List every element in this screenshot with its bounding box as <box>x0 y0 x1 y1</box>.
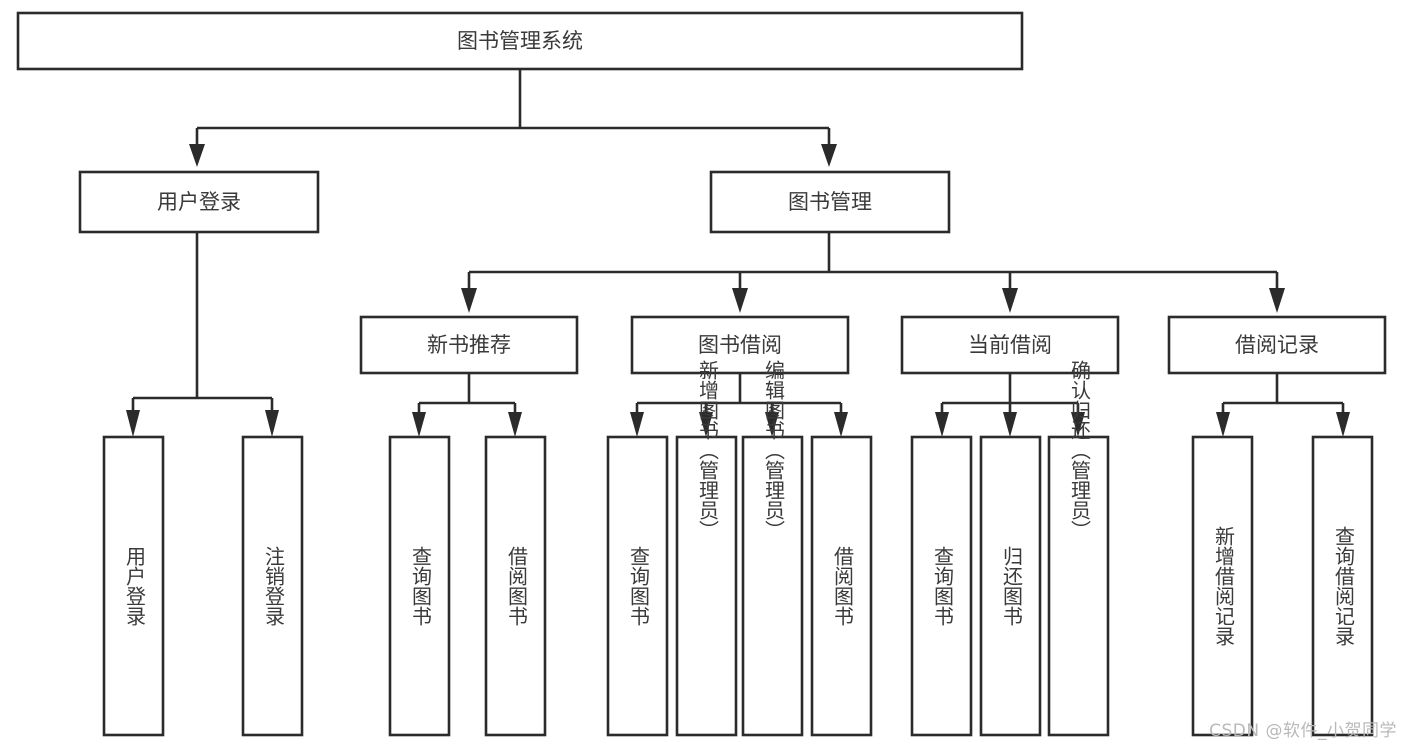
node-leaf-return-book-box[interactable] <box>979 435 1042 737</box>
node-new-book-recommend[interactable]: 新书推荐 <box>359 315 579 375</box>
arrow-head-borrow-record <box>1269 288 1285 313</box>
node-leaf-borrow-book-1-label: 借阅图书 <box>505 546 529 626</box>
node-user-login[interactable]: 用户登录 <box>78 170 320 234</box>
node-leaf-query-record[interactable]: 查询借阅记录 <box>1311 435 1374 737</box>
node-leaf-query-book-3-label: 查询图书 <box>931 546 955 626</box>
node-leaf-borrow-book-1[interactable]: 借阅图书 <box>484 435 547 737</box>
node-leaf-query-book-2-label: 查询图书 <box>627 546 651 626</box>
node-leaf-logout-login[interactable]: 注销登录 <box>241 435 304 737</box>
node-new-book-recommend-box[interactable] <box>359 315 579 375</box>
node-leaf-query-book-2-box[interactable] <box>606 435 669 737</box>
node-current-borrow-label: 当前借阅 <box>968 333 1052 357</box>
node-leaf-query-book-1-label: 查询图书 <box>409 546 433 626</box>
arrow-head-leaf-borrow-book-2 <box>834 412 848 437</box>
node-user-login-label: 用户登录 <box>157 190 241 214</box>
node-leaf-query-book-2[interactable]: 查询图书 <box>606 435 669 737</box>
arrow-head-leaf-return-book <box>1003 412 1017 437</box>
node-leaf-logout-login-box[interactable] <box>241 435 304 737</box>
node-current-borrow-box[interactable] <box>900 315 1120 375</box>
node-book-borrow-label: 图书借阅 <box>698 333 782 357</box>
arrow-head-leaf-confirm-return <box>1071 412 1085 437</box>
arrow-head-leaf-logout-login <box>265 410 279 437</box>
node-leaf-user-login-label: 用户登录 <box>123 546 147 626</box>
node-leaf-add-record-label: 新增借阅记录 <box>1212 526 1236 646</box>
node-borrow-record[interactable]: 借阅记录 <box>1167 315 1387 375</box>
arrow-head-leaf-borrow-book-1 <box>508 412 522 437</box>
node-root-box[interactable] <box>16 11 1024 71</box>
node-leaf-query-record-label: 查询借阅记录 <box>1332 526 1356 646</box>
node-book-manage[interactable]: 图书管理 <box>709 170 951 234</box>
node-leaf-logout-login-label: 注销登录 <box>262 546 286 626</box>
node-leaf-return-book-label: 归还图书 <box>1000 546 1024 626</box>
node-user-login-box[interactable] <box>78 170 320 234</box>
node-leaf-borrow-book-1-box[interactable] <box>484 435 547 737</box>
node-book-borrow-box[interactable] <box>630 315 850 375</box>
arrow-head-leaf-query-record <box>1336 412 1350 437</box>
node-leaf-user-login-box[interactable] <box>102 435 165 737</box>
node-leaf-query-book-1-box[interactable] <box>388 435 451 737</box>
node-leaf-add-record[interactable]: 新增借阅记录 <box>1191 435 1254 737</box>
arrow-head-leaf-query-book-2 <box>630 412 644 437</box>
node-root[interactable]: 图书管理系统 <box>16 11 1024 71</box>
node-leaf-borrow-book-2-box[interactable] <box>810 435 873 737</box>
node-leaf-add-book-box[interactable] <box>675 435 738 737</box>
arrow-head-leaf-add-record <box>1216 412 1230 437</box>
node-leaf-query-book-3[interactable]: 查询图书 <box>910 435 973 737</box>
arrow-head-current-borrow <box>1002 288 1018 313</box>
node-new-book-recommend-label: 新书推荐 <box>427 333 511 357</box>
node-leaf-query-record-box[interactable] <box>1311 435 1374 737</box>
node-leaf-add-record-box[interactable] <box>1191 435 1254 737</box>
node-leaf-confirm-return-label: 确认归还（管理员） <box>1068 360 1092 540</box>
node-leaf-add-book-label: 新增图书（管理员） <box>696 360 720 540</box>
watermark-text: CSDN @软件_小贺同学 <box>1209 721 1397 741</box>
node-leaf-query-book-3-box[interactable] <box>910 435 973 737</box>
node-root-label: 图书管理系统 <box>457 29 583 53</box>
arrow-head-user-login <box>189 144 205 167</box>
node-book-manage-label: 图书管理 <box>788 190 872 214</box>
node-leaf-return-book[interactable]: 归还图书 <box>979 435 1042 737</box>
node-book-borrow[interactable]: 图书借阅 <box>630 315 850 375</box>
node-leaf-confirm-return-box[interactable] <box>1047 435 1110 737</box>
node-borrow-record-label: 借阅记录 <box>1235 333 1319 357</box>
arrow-head-book-manage <box>821 144 837 167</box>
arrow-head-leaf-user-login <box>126 410 140 437</box>
node-borrow-record-box[interactable] <box>1167 315 1387 375</box>
arrow-head-book-borrow <box>732 288 748 313</box>
node-leaf-borrow-book-2[interactable]: 借阅图书 <box>810 435 873 737</box>
arrow-head-new-book-recommend <box>461 288 477 313</box>
edges-group <box>126 69 1350 437</box>
arrow-head-leaf-query-book-1 <box>412 412 426 437</box>
node-leaf-user-login[interactable]: 用户登录 <box>102 435 165 737</box>
node-leaf-query-book-1[interactable]: 查询图书 <box>388 435 451 737</box>
arrow-head-leaf-query-book-3 <box>935 412 949 437</box>
arrow-head-leaf-add-book <box>699 412 713 437</box>
node-leaf-borrow-book-2-label: 借阅图书 <box>831 546 855 626</box>
node-leaf-edit-book[interactable]: 编辑图书（管理员） <box>741 360 804 737</box>
node-leaf-edit-book-box[interactable] <box>741 435 804 737</box>
node-leaf-edit-book-label: 编辑图书（管理员） <box>762 360 786 540</box>
node-leaf-confirm-return[interactable]: 确认归还（管理员） <box>1047 360 1110 737</box>
node-book-manage-box[interactable] <box>709 170 951 234</box>
arrow-head-leaf-edit-book <box>765 412 779 437</box>
node-current-borrow[interactable]: 当前借阅 <box>900 315 1120 375</box>
node-leaf-add-book[interactable]: 新增图书（管理员） <box>675 360 738 737</box>
